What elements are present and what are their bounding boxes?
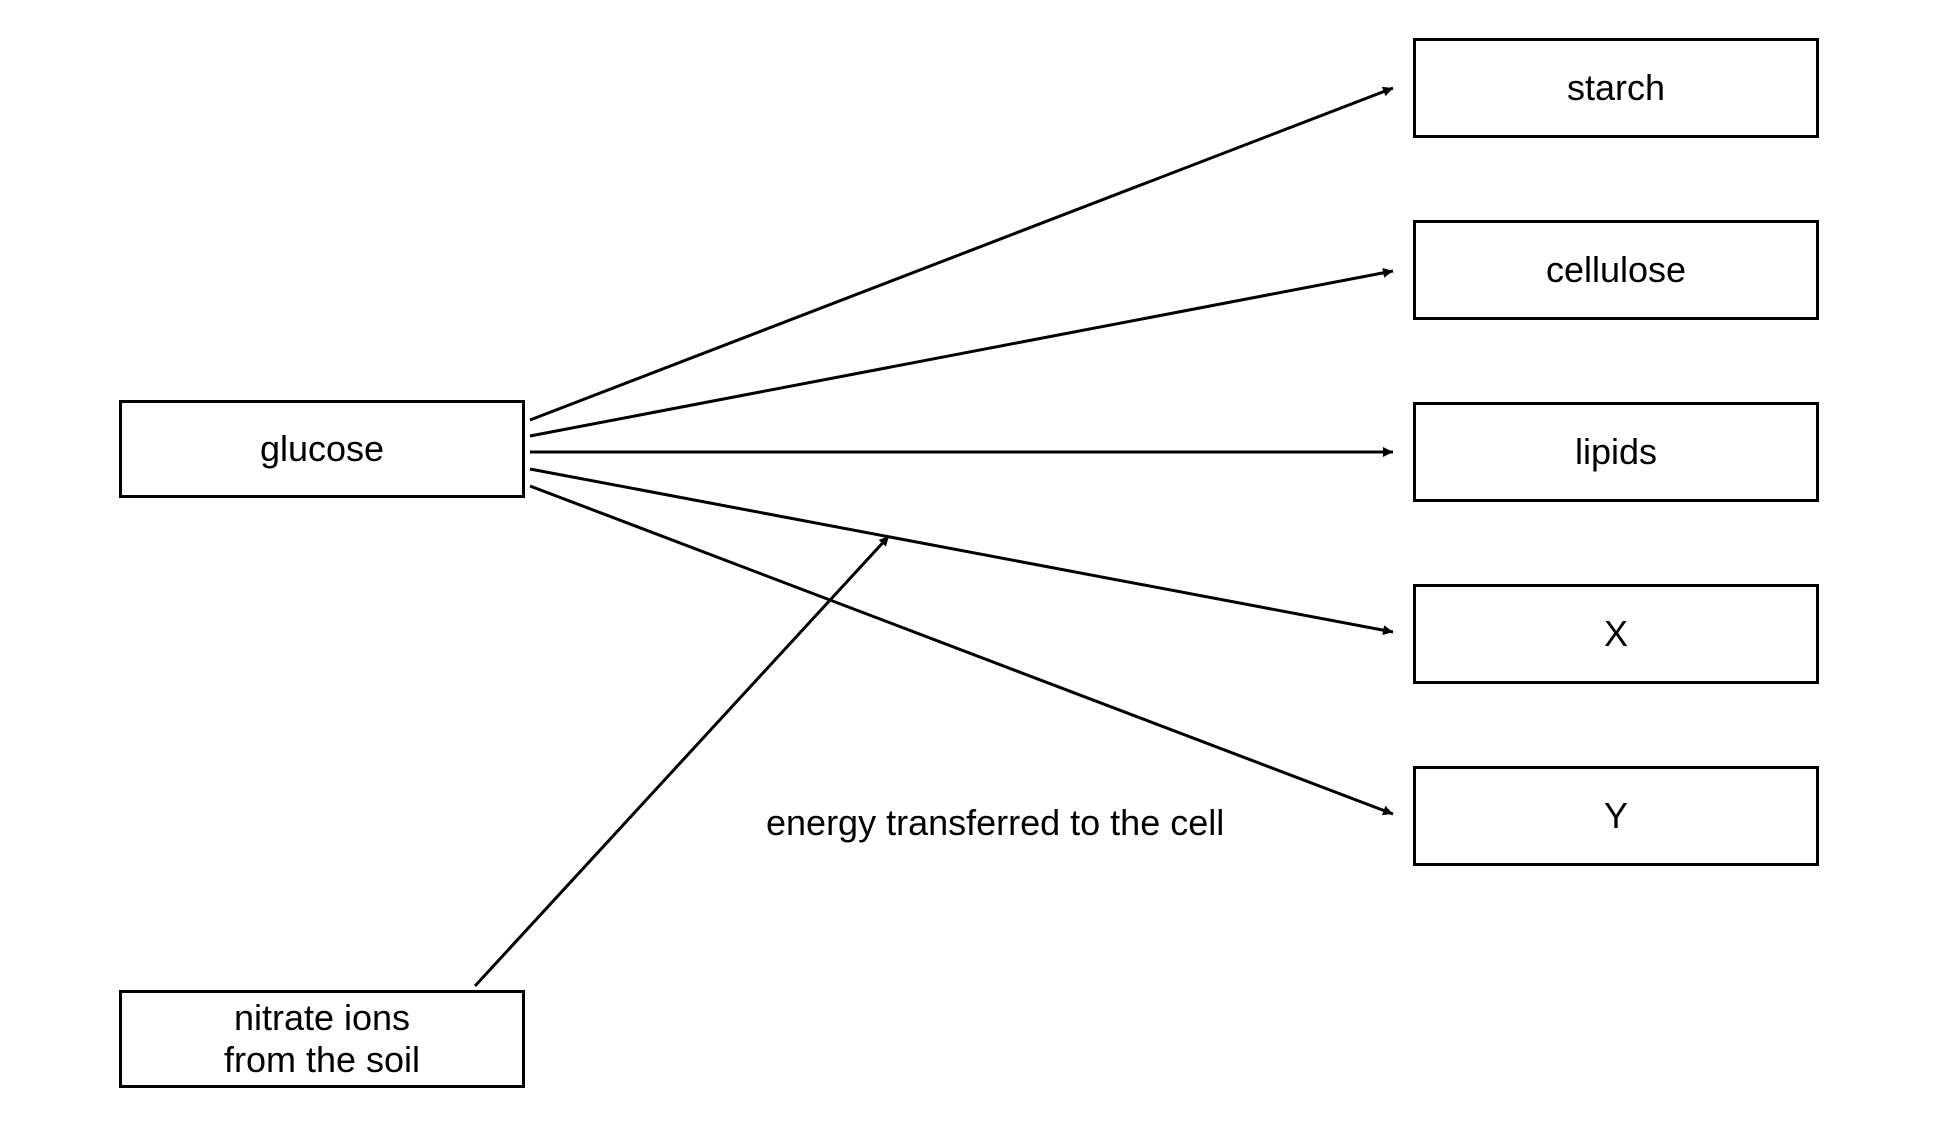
energy-transferred-label: energy transferred to the cell [766, 802, 1225, 843]
y-box: Y [1413, 766, 1819, 866]
arrow-glucose-to-y [529, 484, 1394, 816]
arrow-glucose-to-starch [529, 86, 1394, 422]
nitrate-ions-box: nitrate ions from the soil [119, 990, 525, 1088]
x-label: X [1603, 613, 1628, 654]
arrow-glucose-to-x [529, 467, 1394, 636]
nitrate-label-line1: nitrate ions [233, 997, 411, 1038]
starch-box: starch [1413, 38, 1819, 138]
glucose-label: glucose [259, 428, 385, 469]
arrow-glucose-to-cellulose [529, 267, 1394, 438]
cellulose-box: cellulose [1413, 220, 1819, 320]
arrow-nitrate-to-pathway [473, 534, 891, 988]
x-box: X [1413, 584, 1819, 684]
lipids-label: lipids [1574, 431, 1658, 472]
cellulose-label: cellulose [1545, 249, 1687, 290]
lipids-box: lipids [1413, 402, 1819, 502]
y-label: Y [1603, 795, 1628, 836]
nitrate-label-line2: from the soil [223, 1039, 421, 1080]
glucose-box: glucose [119, 400, 525, 498]
starch-label: starch [1566, 67, 1666, 108]
